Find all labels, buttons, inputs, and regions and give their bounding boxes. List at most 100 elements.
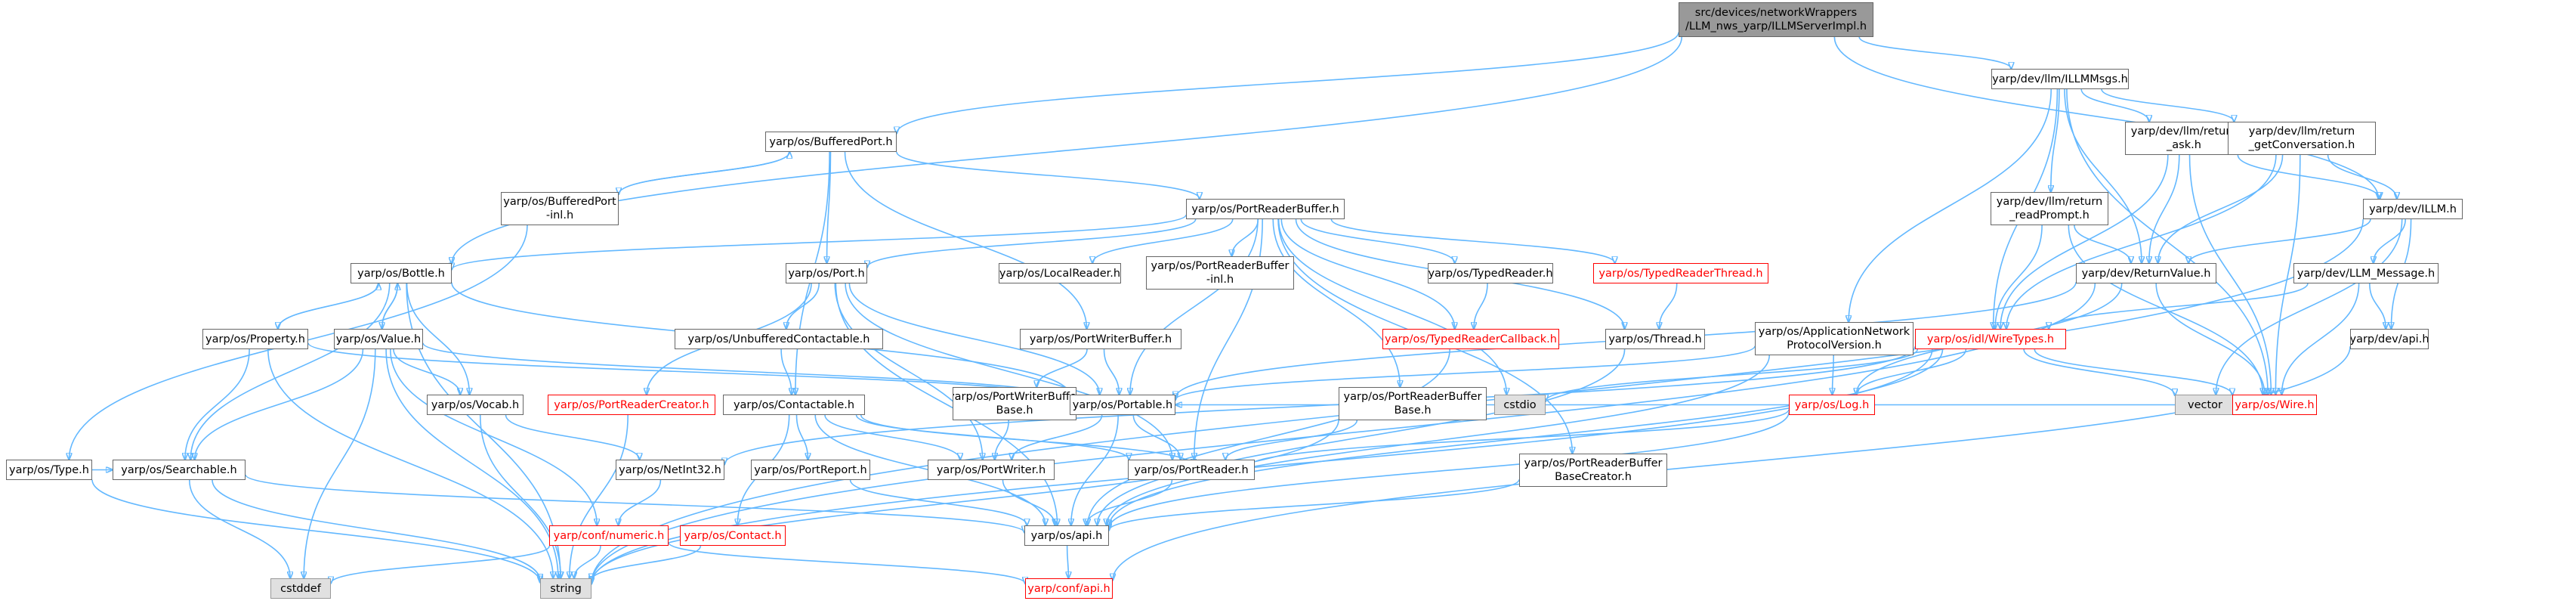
edge-root-to-illm (1833, 36, 2378, 199)
node-label-line: yarp/dev/llm/ILLMMsgs.h (1992, 73, 2128, 85)
node-typedreaderthread[interactable]: yarp/os/TypedReaderThread.h (1593, 263, 1768, 283)
edge-confnumeric-to-string (574, 545, 601, 578)
node-typedreadercallback[interactable]: yarp/os/TypedReaderCallback.h (1382, 329, 1559, 349)
node-label-line: BaseCreator.h (1555, 471, 1632, 483)
node-confnumeric[interactable]: yarp/conf/numeric.h (549, 525, 669, 546)
edge-portreaderbuffer-to-portreaderbufferbase (1272, 218, 1400, 387)
edge-portreaderbuffer-to-typedreadercallback (1280, 218, 1454, 329)
edge-illm-to-llm-message (2374, 218, 2406, 263)
node-label-line: yarp/os/PortWriterBuffer (953, 391, 1076, 403)
node-contactable[interactable]: yarp/os/Contactable.h (723, 395, 865, 415)
node-illm[interactable]: yarp/dev/ILLM.h (2363, 199, 2463, 219)
edge-illmmsgs-to-wire (2066, 88, 2268, 395)
node-localreader[interactable]: yarp/os/LocalReader.h (999, 263, 1121, 283)
edge-wiretypes-to-log (1857, 348, 1967, 395)
node-label-line: yarp/os/Searchable.h (121, 463, 237, 476)
node-label-line: /LLM_nws_yarp/ILLMServerImpl.h (1685, 20, 1867, 33)
node-ret-ask[interactable]: yarp/dev/llm/return_ask.h (2125, 122, 2243, 155)
node-property[interactable]: yarp/os/Property.h (202, 329, 308, 349)
node-log[interactable]: yarp/os/Log.h (1789, 395, 1875, 415)
node-label-line: cstdio (1503, 398, 1537, 411)
node-label-line: yarp/os/Bottle.h (357, 267, 445, 280)
node-portable[interactable]: yarp/os/Portable.h (1070, 395, 1175, 415)
node-portreaderbuffer-inl[interactable]: yarp/os/PortReaderBuffer -inl.h (1146, 256, 1294, 290)
node-label-line: yarp/os/Log.h (1794, 398, 1870, 411)
edge-value-to-confnumeric (390, 348, 597, 525)
node-llm-message[interactable]: yarp/dev/LLM_Message.h (2293, 263, 2439, 283)
edge-bufferedport-to-portreaderbuffer (896, 151, 1200, 199)
node-vector: vector (2175, 395, 2235, 415)
node-searchable[interactable]: yarp/os/Searchable.h (113, 460, 246, 480)
node-label-line: yarp/os/PortReaderBuffer (1343, 391, 1482, 403)
node-thread[interactable]: yarp/os/Thread.h (1605, 329, 1705, 349)
node-label-line: yarp/dev/llm/return (2130, 125, 2238, 138)
node-illmmsgs[interactable]: yarp/dev/llm/ILLMMsgs.h (1991, 69, 2129, 89)
edge-typedreaderthread-to-thread (1659, 283, 1678, 329)
node-portwriterbuffer[interactable]: yarp/os/PortWriterBuffer.h (1020, 329, 1181, 349)
node-label-line: yarp/os/BufferedPort.h (769, 135, 893, 148)
edge-portreaderbuffer-to-typedreaderthread (1330, 218, 1614, 263)
node-label-line: src/devices/networkWrappers (1694, 7, 1858, 19)
node-typedreader[interactable]: yarp/os/TypedReader.h (1428, 263, 1553, 283)
node-label-line: yarp/conf/api.h (1027, 582, 1110, 595)
edge-typedreadercallback-to-osapi (1088, 348, 1450, 525)
edge-searchable-to-cstddef (189, 479, 290, 578)
node-devapi[interactable]: yarp/dev/api.h (2350, 329, 2429, 349)
edge-confnumeric-to-confapi (668, 541, 1025, 584)
node-label-line: yarp/os/PortReader.h (1134, 463, 1249, 476)
node-portreaderbuffer[interactable]: yarp/os/PortReaderBuffer.h (1186, 199, 1345, 219)
edge-wiretypes-to-cstdio (1546, 348, 1919, 401)
node-vocab[interactable]: yarp/os/Vocab.h (427, 395, 524, 415)
edge-illmmsgs-to-ret-readprompt (2051, 88, 2060, 192)
node-value[interactable]: yarp/os/Value.h (334, 329, 423, 349)
edge-portreaderbuffer-to-portreaderbuffer-inl (1232, 218, 1259, 256)
node-port[interactable]: yarp/os/Port.h (786, 263, 867, 283)
node-unbufferedcontactable[interactable]: yarp/os/UnbufferedContactable.h (675, 329, 883, 349)
node-label-line: -inl.h (1206, 274, 1234, 286)
edge-port-to-portable (848, 283, 1099, 395)
edge-appnetproto-to-portable (1175, 345, 1756, 400)
node-label-line: yarp/os/PortReaderBuffer (1151, 260, 1290, 272)
edge-ret-readprompt-to-returnvalue (2074, 225, 2131, 263)
node-portreport[interactable]: yarp/os/PortReport.h (751, 460, 870, 480)
node-portreadercreator[interactable]: yarp/os/PortReaderCreator.h (548, 395, 715, 415)
node-bufferedport-inl[interactable]: yarp/os/BufferedPort-inl.h (501, 192, 619, 225)
node-wiretypes[interactable]: yarp/os/idl/WireTypes.h (1915, 329, 2066, 349)
node-contact[interactable]: yarp/os/Contact.h (680, 525, 786, 546)
edge-root-to-illmmsgs (1858, 36, 2011, 69)
node-portwriter[interactable]: yarp/os/PortWriter.h (928, 460, 1055, 480)
node-wire[interactable]: yarp/os/Wire.h (2232, 395, 2317, 415)
edge-portreader-to-osapi (1086, 479, 1173, 525)
node-label-line: yarp/os/PortWriter.h (936, 463, 1046, 476)
edge-contactable-to-portreport (795, 414, 808, 460)
edge-appnetproto-to-log (1833, 355, 1834, 395)
edge-ret-getconv-to-illm (2327, 154, 2397, 199)
node-returnvalue[interactable]: yarp/dev/ReturnValue.h (2076, 263, 2216, 283)
node-bottle[interactable]: yarp/os/Bottle.h (351, 263, 452, 283)
edge-bufferedport-to-portwriterbuffer (844, 151, 1087, 329)
edge-vocab-to-netint32 (505, 414, 640, 460)
node-osapi[interactable]: yarp/os/api.h (1024, 525, 1109, 546)
node-label-line: yarp/os/Portable.h (1072, 398, 1173, 411)
edge-property-to-bottle (277, 283, 378, 330)
node-label-line: yarp/os/PortWriterBuffer.h (1029, 333, 1172, 345)
node-type[interactable]: yarp/os/Type.h (6, 460, 92, 480)
node-bufferedport[interactable]: yarp/os/BufferedPort.h (765, 132, 897, 152)
node-label-line: yarp/os/Type.h (9, 463, 89, 476)
edge-bufferedport-inl-to-bufferedport (618, 152, 789, 195)
edge-log-to-osapi (1109, 412, 1790, 528)
edge-portable-to-osapi (1071, 414, 1119, 525)
node-ret-getconv[interactable]: yarp/dev/llm/return_getConversation.h (2228, 122, 2376, 155)
edge-illmmsgs-to-ret-getconv (2101, 88, 2234, 122)
node-portreader[interactable]: yarp/os/PortReader.h (1128, 460, 1255, 480)
node-ret-readprompt[interactable]: yarp/dev/llm/return_readPrompt.h (1991, 192, 2108, 225)
node-netint32[interactable]: yarp/os/NetInt32.h (616, 460, 724, 480)
node-label-line: yarp/os/Contact.h (684, 529, 782, 542)
node-confapi[interactable]: yarp/conf/api.h (1025, 578, 1113, 599)
edge-bufferedport-to-port (827, 151, 832, 263)
